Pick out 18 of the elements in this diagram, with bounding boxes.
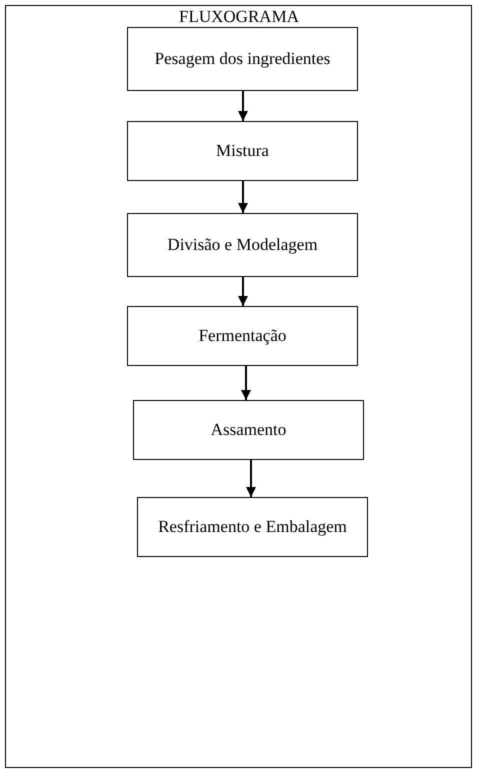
step-label: Fermentação [198,326,286,346]
step-label: Divisão e Modelagem [167,235,318,255]
arrow [238,181,248,213]
arrow [238,277,248,306]
step-label: Pesagem dos ingredientes [154,49,330,69]
process-box [127,306,358,366]
process-box [137,497,368,557]
step-label: Resfriamento e Embalagem [158,517,347,537]
diagram-title: FLUXOGRAMA [179,7,299,27]
step-label: Mistura [216,141,269,161]
process-box [127,27,358,91]
process-box [127,213,358,277]
arrow [238,91,248,121]
step-label: Assamento [210,420,286,440]
arrow [241,366,251,400]
process-box [133,400,364,460]
arrow [246,460,256,497]
process-box [127,121,358,181]
